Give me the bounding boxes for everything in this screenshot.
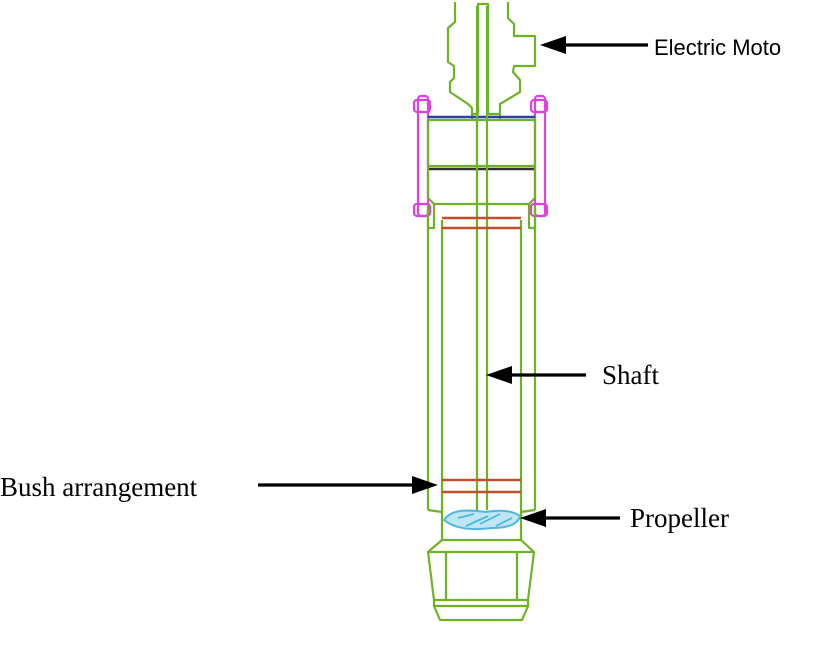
motor-arrow bbox=[540, 36, 648, 54]
shaft-label: Shaft bbox=[602, 360, 659, 390]
upper-bush bbox=[442, 216, 521, 230]
pipe-casing bbox=[426, 118, 537, 514]
bell-mouth-intake bbox=[426, 512, 536, 622]
lower-bush bbox=[442, 478, 521, 494]
flange-assembly bbox=[412, 94, 549, 218]
flange-left-bolt bbox=[416, 94, 430, 218]
propeller-label: Propeller bbox=[630, 503, 729, 533]
electric-motor bbox=[446, 2, 537, 120]
propeller-arrow bbox=[520, 509, 620, 527]
bush-arrow bbox=[258, 476, 438, 494]
shaft bbox=[475, 6, 489, 510]
flange-right-bolt bbox=[533, 94, 547, 218]
bush-arrangement-label: Bush arrangement bbox=[0, 472, 198, 502]
electric-motor-label: Electric Moto bbox=[654, 35, 781, 60]
shaft-arrow bbox=[486, 366, 586, 384]
propeller bbox=[442, 509, 522, 530]
